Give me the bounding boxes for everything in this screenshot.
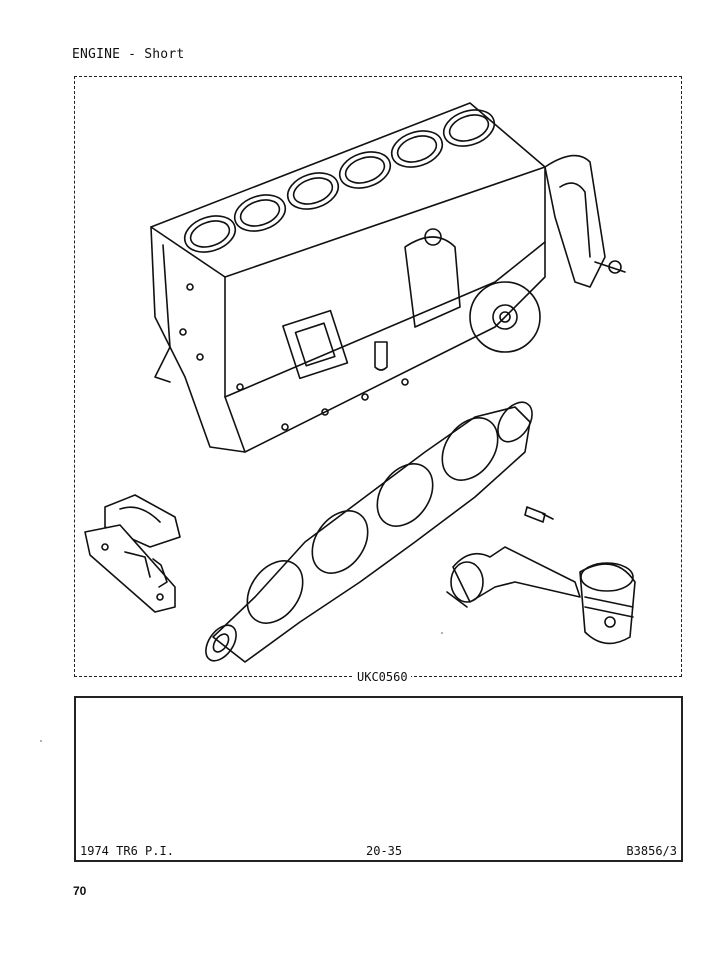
scan-speck (40, 740, 42, 742)
parts-info-box: 1974 TR6 P.I. 20-35 B3856/3 (74, 696, 683, 862)
cylinder-block (150, 102, 546, 453)
crankshaft (205, 401, 533, 663)
oil-fitting (524, 506, 554, 523)
figure-reference: UKC0560 (354, 670, 411, 684)
main-bearing-cap (84, 494, 181, 613)
rear-seal-housing (544, 154, 626, 288)
connecting-rod-and-piston (446, 546, 636, 645)
page-title: ENGINE - Short (72, 47, 185, 62)
page-number: 70 (73, 884, 87, 898)
engine-short-illustration (84, 102, 636, 663)
document-code: B3856/3 (626, 844, 677, 858)
scan-speck (441, 632, 443, 634)
model-label: 1974 TR6 P.I. (80, 844, 174, 858)
section-label: 20-35 (366, 844, 403, 858)
illustration-frame: UKC0560 (74, 76, 682, 684)
